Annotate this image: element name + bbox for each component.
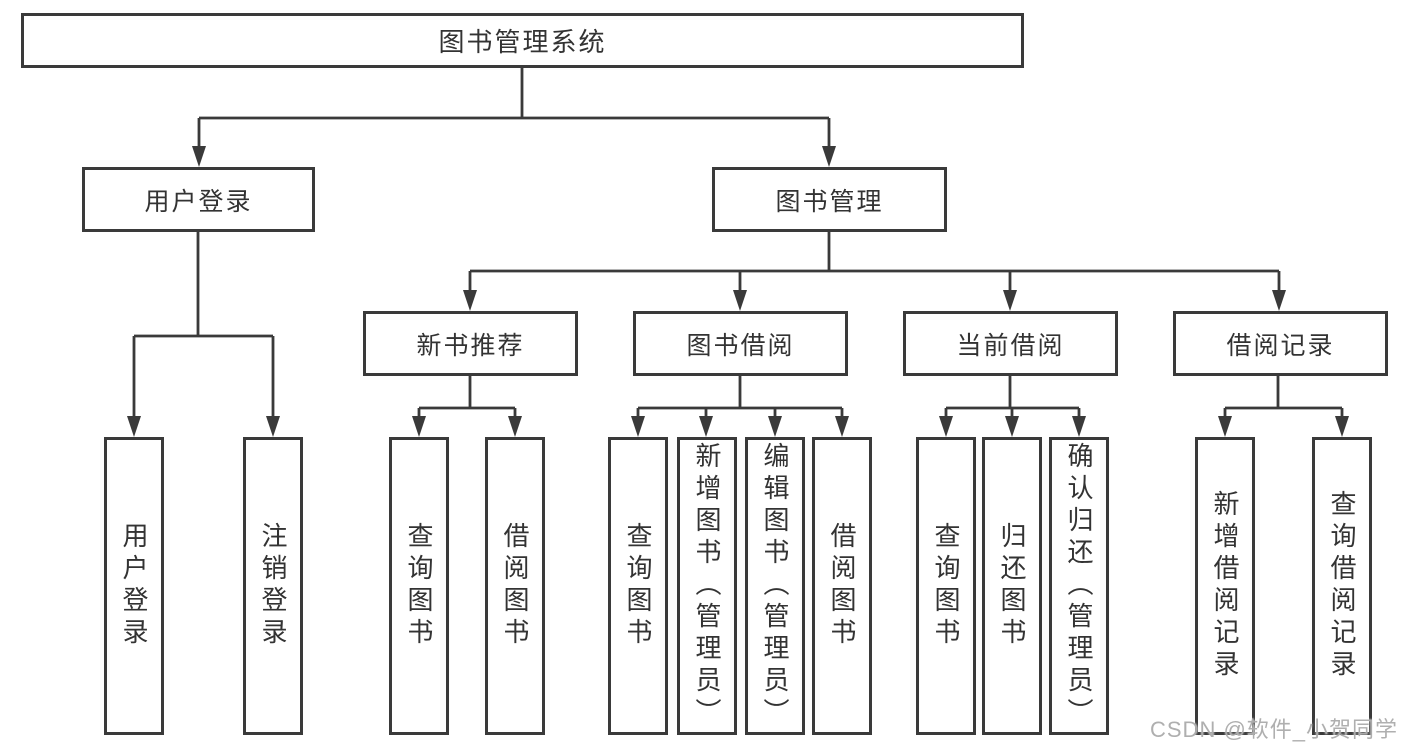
node-current-borrow: 当前借阅 <box>903 311 1118 376</box>
arrowhead-icon <box>1072 416 1086 437</box>
node-leaf-confirm-return-admin: 确认归还（管理员） <box>1049 437 1109 735</box>
edge-bookmgmt-to-level3 <box>468 232 1281 292</box>
node-book-management: 图书管理 <box>712 167 947 232</box>
node-borrow-records: 借阅记录 <box>1173 311 1388 376</box>
node-user-login: 用户登录 <box>82 167 315 232</box>
node-leaf-rec-borrow-book: 借阅图书 <box>485 437 545 735</box>
arrowhead-icon <box>939 416 953 437</box>
node-leaf-borrow-book: 借阅图书 <box>812 437 872 735</box>
arrowhead-icon <box>733 290 747 311</box>
node-leaf-add-borrow-record: 新增借阅记录 <box>1195 437 1255 735</box>
edge-newbookrec-to-leaves <box>417 376 517 418</box>
arrowhead-icon <box>631 416 645 437</box>
node-leaf-edit-book-admin: 编辑图书（管理员） <box>745 437 805 735</box>
node-leaf-rec-query-book: 查询图书 <box>389 437 449 735</box>
node-new-book-recommend: 新书推荐 <box>363 311 578 376</box>
arrowhead-icon <box>463 290 477 311</box>
arrowhead-icon <box>835 416 849 437</box>
csdn-watermark: CSDN @软件_小贺同学 <box>1150 717 1399 742</box>
arrowhead-icon <box>412 416 426 437</box>
node-leaf-logout: 注销登录 <box>243 437 303 735</box>
arrowhead-icon <box>699 416 713 437</box>
arrowheads <box>127 146 1349 437</box>
arrowhead-icon <box>1218 416 1232 437</box>
arrowhead-icon <box>1335 416 1349 437</box>
edge-borrowrecords-to-leaves <box>1223 376 1344 418</box>
arrowhead-icon <box>508 416 522 437</box>
node-leaf-user-login: 用户登录 <box>104 437 164 735</box>
edge-root-to-level2 <box>197 68 831 148</box>
arrowhead-icon <box>1272 290 1286 311</box>
arrowhead-icon <box>127 416 141 437</box>
node-leaf-add-book-admin: 新增图书（管理员） <box>677 437 737 735</box>
node-book-borrow: 图书借阅 <box>633 311 848 376</box>
arrowhead-icon <box>822 146 836 167</box>
arrowhead-icon <box>768 416 782 437</box>
edge-currentborrow-to-leaves <box>944 376 1081 418</box>
node-library-system: 图书管理系统 <box>21 13 1024 68</box>
edge-bookborrow-to-leaves <box>636 376 844 418</box>
arrowhead-icon <box>1005 416 1019 437</box>
edge-userlogin-to-leaves <box>132 232 275 418</box>
arrowhead-icon <box>1003 290 1017 311</box>
node-leaf-borrow-query-book: 查询图书 <box>608 437 668 735</box>
node-leaf-current-query-book: 查询图书 <box>916 437 976 735</box>
arrowhead-icon <box>266 416 280 437</box>
node-leaf-return-book: 归还图书 <box>982 437 1042 735</box>
node-leaf-query-borrow-record: 查询借阅记录 <box>1312 437 1372 735</box>
arrowhead-icon <box>192 146 206 167</box>
